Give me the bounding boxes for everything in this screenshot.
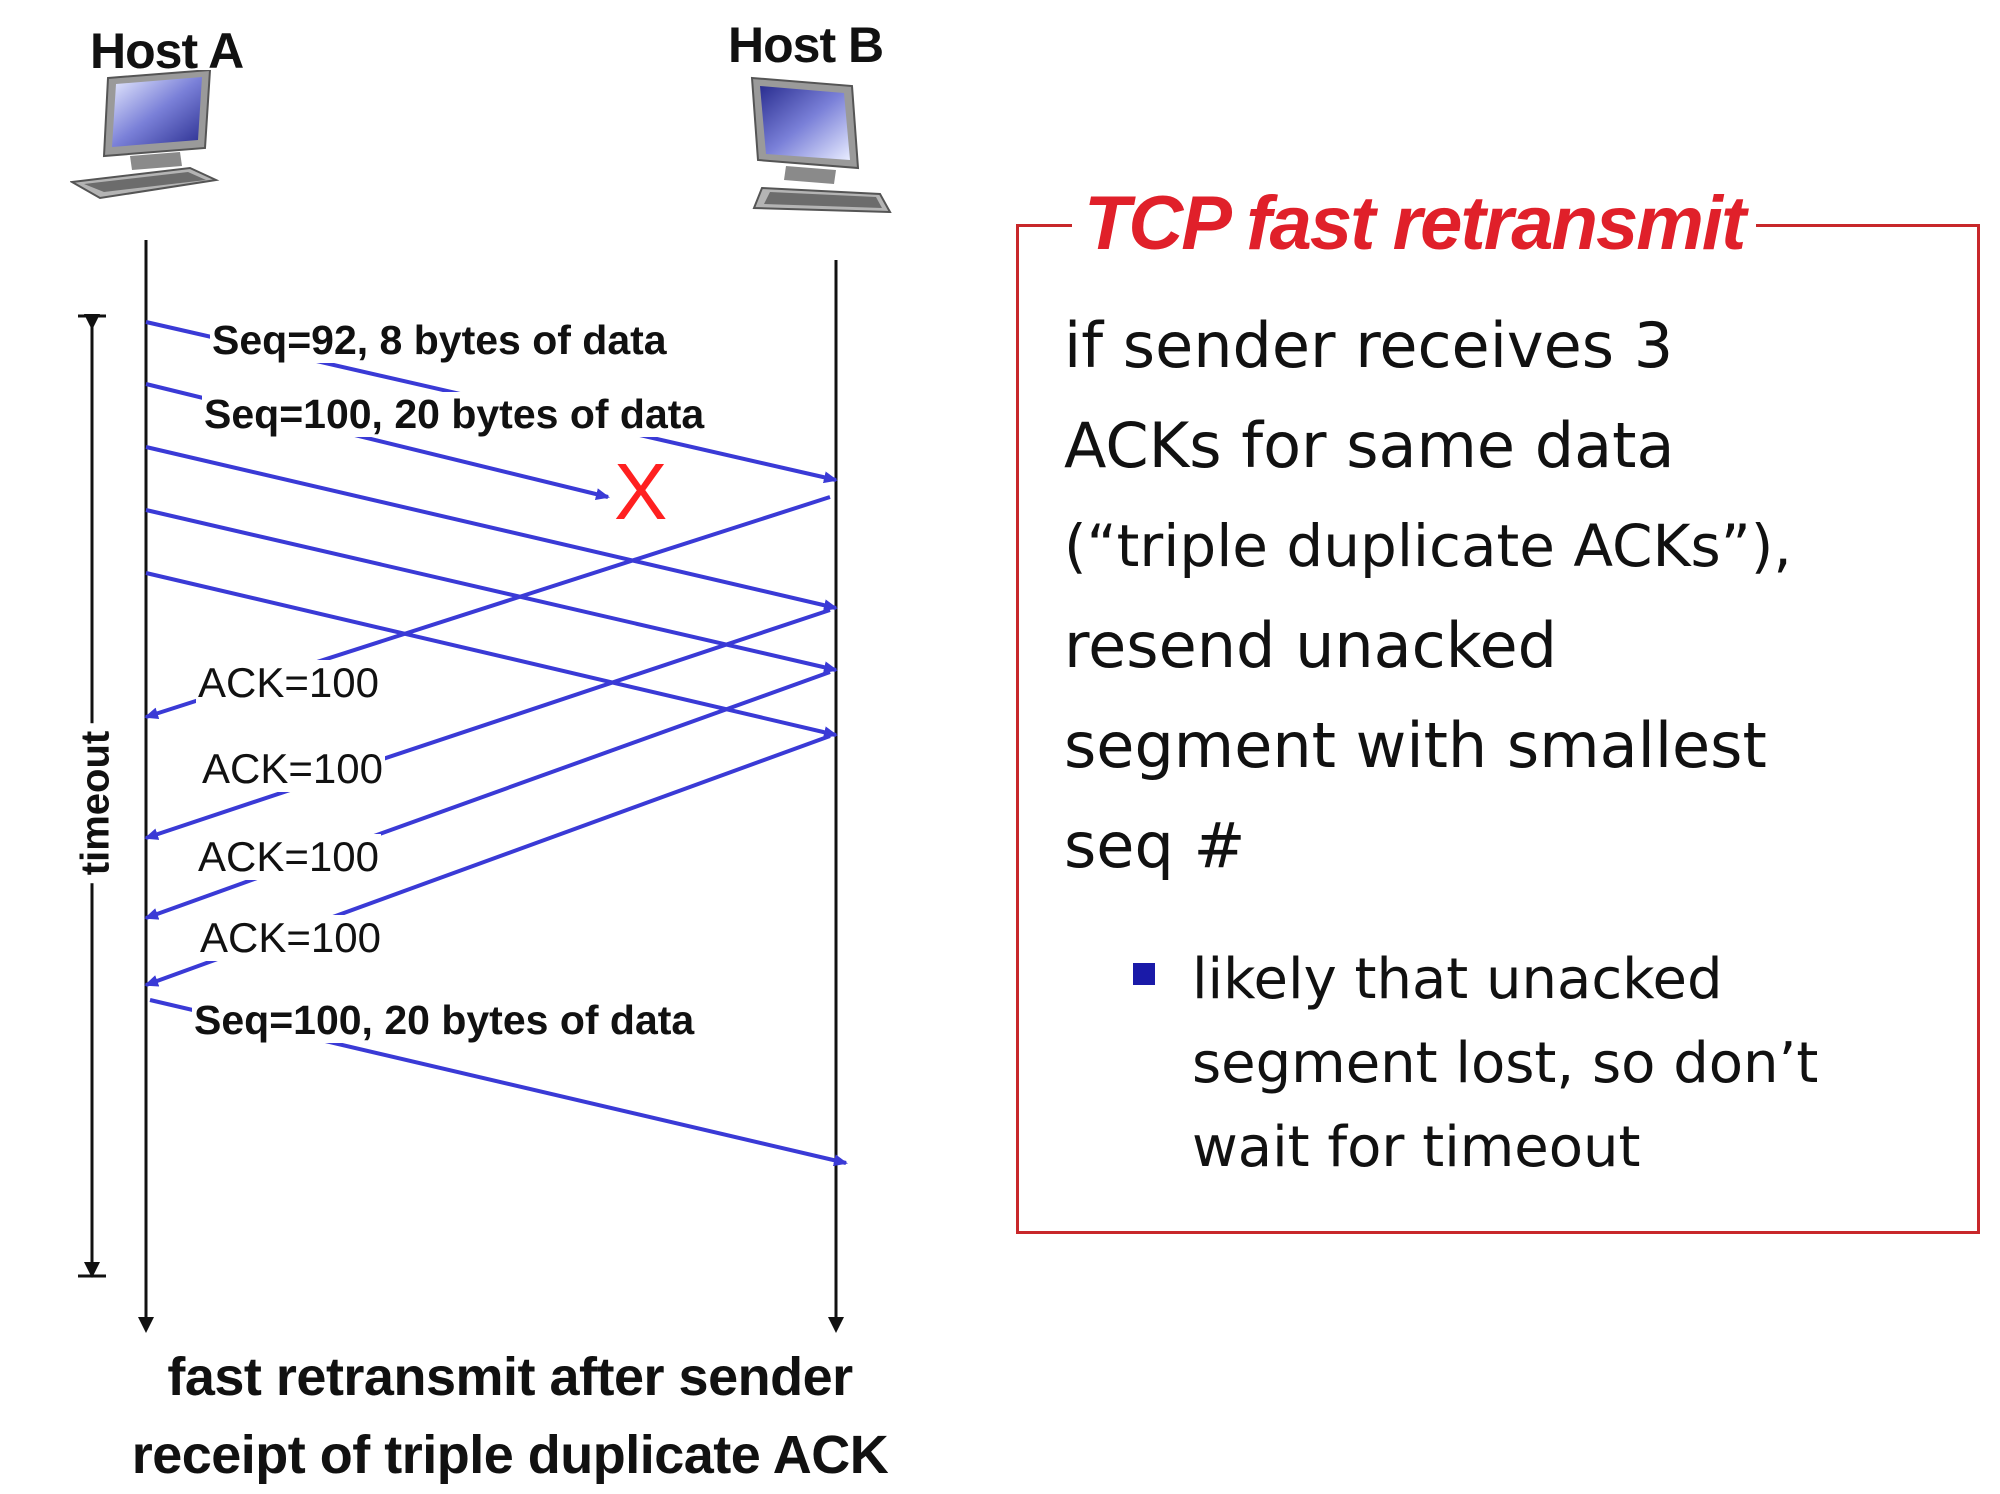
box-line-2: ACKs for same data: [1064, 409, 1675, 482]
caption-line-1: fast retransmit after sender: [167, 1347, 853, 1407]
timeout-label: timeout: [73, 722, 119, 884]
box-main-text: if sender receives 3 ACKs for same data …: [1064, 296, 1964, 896]
bullet-text: likely that unacked segment lost, so don…: [1192, 938, 1972, 1190]
host-b-computer-icon: [750, 76, 892, 214]
bullet-square-icon: [1133, 963, 1155, 985]
bullet-line-2: segment lost, so don’t: [1192, 1031, 1819, 1096]
box-line-6: seq #: [1064, 809, 1246, 882]
diagram-caption: fast retransmit after sender receipt of …: [40, 1338, 980, 1494]
segment-3-arrow: [145, 445, 838, 612]
caption-line-2: receipt of triple duplicate ACK: [131, 1425, 889, 1485]
ack-4-label: ACK=100: [198, 914, 383, 962]
host-a-label: Host A: [90, 23, 244, 79]
ack-3-label: ACK=100: [196, 833, 381, 881]
box-line-1: if sender receives 3: [1064, 309, 1674, 382]
ack-1-label: ACK=100: [196, 659, 381, 707]
box-title: TCP fast retransmit: [1072, 180, 1757, 267]
bullet-line-3: wait for timeout: [1192, 1115, 1641, 1180]
host-b-label: Host B: [728, 17, 884, 73]
packet-loss-mark: X: [614, 447, 668, 536]
seq92-label: Seq=92, 8 bytes of data: [210, 317, 669, 364]
ack-3-arrow: [144, 670, 831, 920]
seq100-label: Seq=100, 20 bytes of data: [202, 391, 707, 438]
ack-2-arrow: [144, 608, 831, 840]
box-line-3: (“triple duplicate ACKs”),: [1064, 512, 1792, 580]
box-line-4: resend unacked: [1064, 609, 1557, 682]
ack-2-label: ACK=100: [200, 745, 385, 793]
segment-5-arrow: [145, 571, 838, 739]
retransmit-label: Seq=100, 20 bytes of data: [192, 997, 697, 1044]
segment-4-arrow: [145, 508, 838, 674]
box-line-5: segment with smallest: [1064, 709, 1767, 782]
bullet-line-1: likely that unacked: [1192, 947, 1723, 1012]
host-a-computer-icon: [70, 70, 220, 200]
